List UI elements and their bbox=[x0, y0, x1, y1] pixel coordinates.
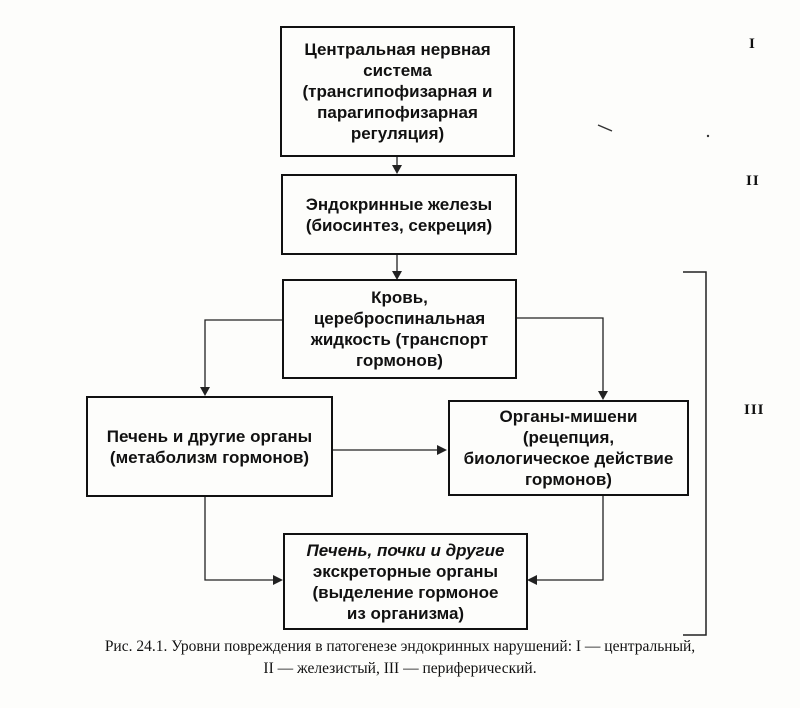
endocrine-glands-box-label: Эндокринные железы (биосинтез, секреция) bbox=[305, 194, 493, 235]
level-three-label: III bbox=[744, 402, 765, 418]
level-one-label: I bbox=[749, 36, 756, 52]
target-organs-box-label: Органы-мишени (рецепция, биологическое д… bbox=[463, 407, 674, 489]
level-three-bracket bbox=[683, 271, 707, 636]
cns-box-label: Центральная нервная система (трансгипофи… bbox=[302, 40, 493, 143]
scan-speck bbox=[597, 124, 613, 132]
excretory-organs-rest: экскреторные органы (выделение гормоное … bbox=[312, 561, 499, 623]
arrowhead-liver bbox=[200, 387, 210, 396]
connector-blood-to-liver bbox=[204, 319, 285, 392]
arrowhead-blood bbox=[392, 271, 402, 280]
connector-liver-to-excretory bbox=[204, 496, 276, 581]
arrowhead-endocrine bbox=[392, 165, 402, 174]
connector-blood-to-targets bbox=[515, 317, 604, 396]
figure-caption-line-2: II — железистый, III — периферический. bbox=[263, 660, 537, 677]
arrowhead-excretory-left bbox=[273, 575, 283, 585]
arrowhead-targets-top bbox=[598, 391, 608, 400]
excretory-organs-box-label: Печень, почки и другие экскреторные орга… bbox=[307, 540, 505, 624]
blood-csf-box-label: Кровь, цереброспинальная жидкость (транс… bbox=[310, 288, 489, 370]
figure-caption: Рис. 24.1. Уровни повреждения в патогене… bbox=[0, 636, 800, 680]
liver-metabolism-box: Печень и другие органы (метаболизм гормо… bbox=[86, 396, 333, 497]
scan-speck bbox=[706, 134, 710, 138]
level-two-label: II bbox=[746, 173, 760, 189]
arrowhead-excretory-right bbox=[527, 575, 537, 585]
excretory-organs-box: Печень, почки и другие экскреторные орга… bbox=[283, 533, 528, 630]
connector-targets-to-excretory bbox=[534, 495, 604, 581]
target-organs-box: Органы-мишени (рецепция, биологическое д… bbox=[448, 400, 689, 496]
cns-box: Центральная нервная система (трансгипофи… bbox=[280, 26, 515, 157]
arrowhead-targets-side bbox=[437, 445, 447, 455]
liver-metabolism-box-label: Печень и другие органы (метаболизм гормо… bbox=[106, 426, 313, 467]
figure-caption-line-1: Рис. 24.1. Уровни повреждения в патогене… bbox=[104, 638, 696, 655]
endocrine-glands-box: Эндокринные железы (биосинтез, секреция) bbox=[281, 174, 517, 255]
excretory-organs-italic-line: Печень, почки и другие bbox=[306, 540, 505, 560]
blood-csf-box: Кровь, цереброспинальная жидкость (транс… bbox=[282, 279, 517, 379]
